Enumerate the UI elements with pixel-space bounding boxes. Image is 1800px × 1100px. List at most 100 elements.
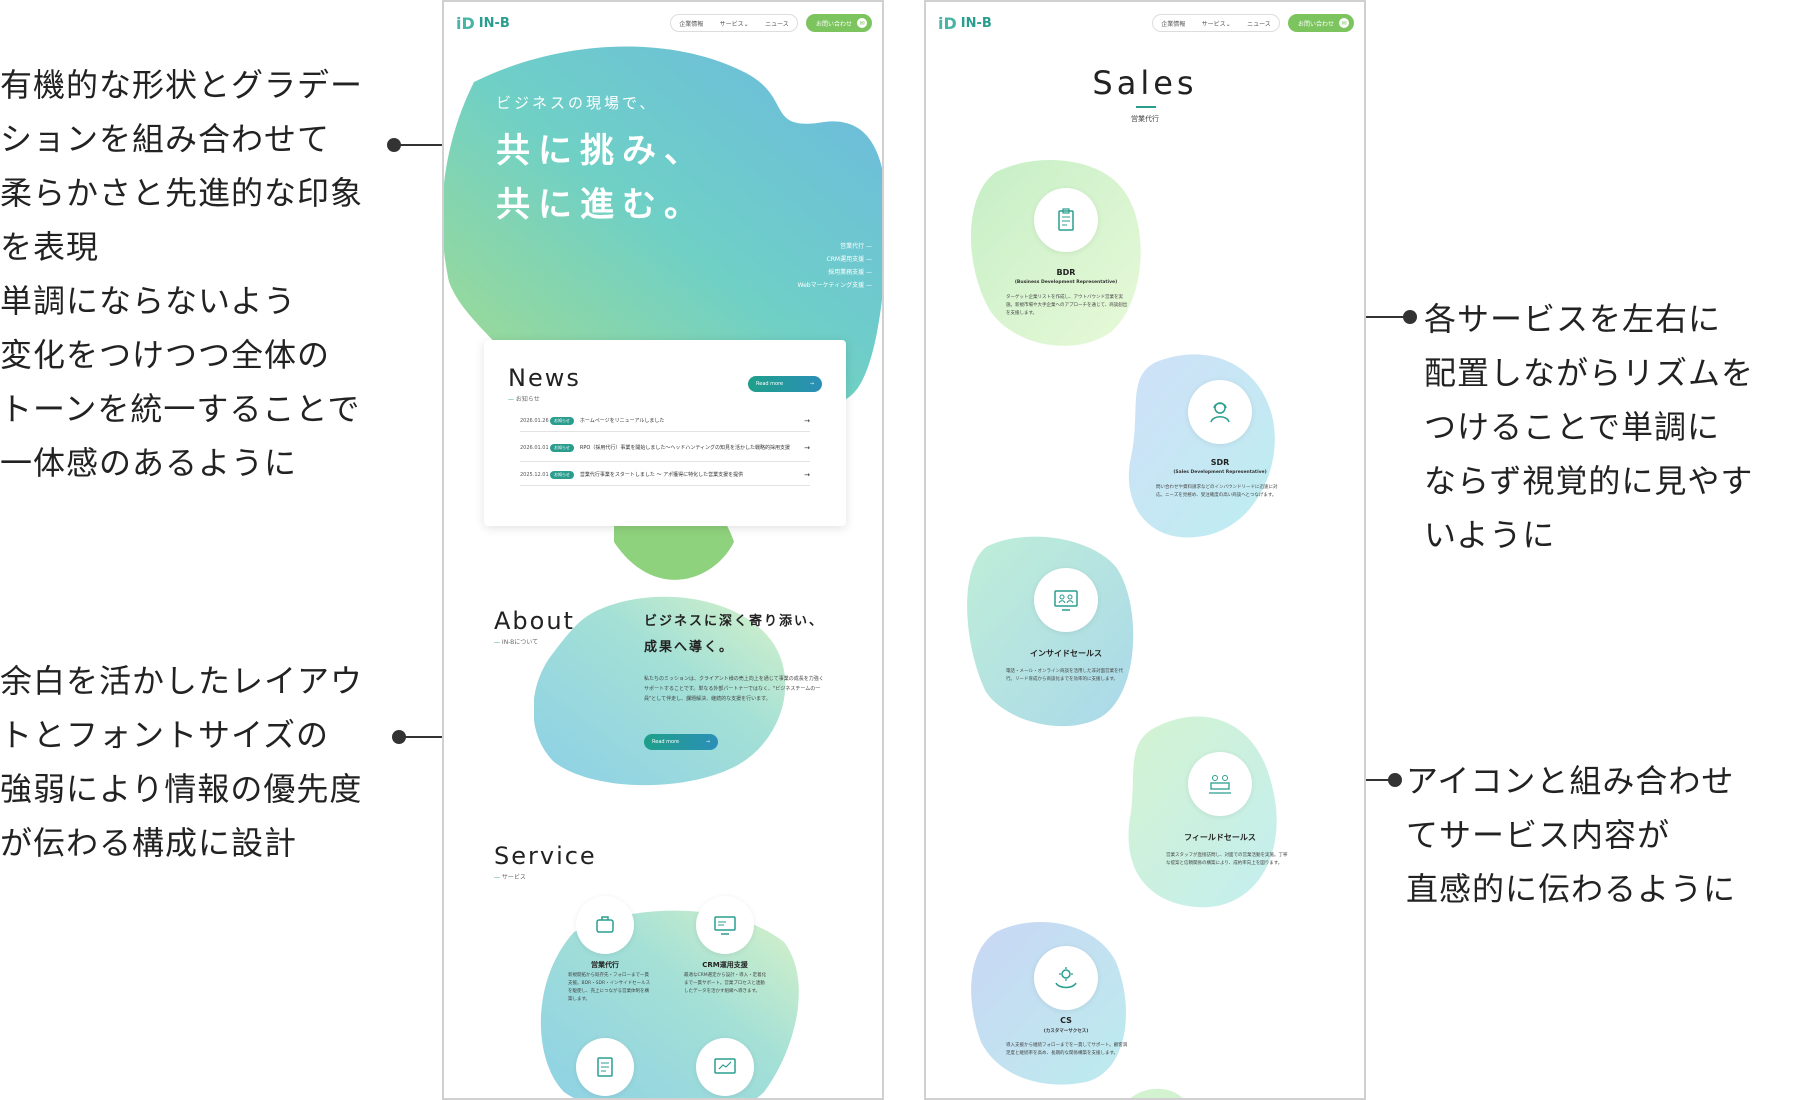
mail-icon: ✉: [1339, 18, 1349, 28]
nav-item-company[interactable]: 企業情報: [679, 20, 704, 28]
blob-sdr: [1128, 354, 1275, 538]
site-logo[interactable]: iD IN-B: [938, 14, 992, 33]
site-logo[interactable]: iD IN-B: [456, 14, 510, 33]
contact-label: お問い合わせ: [1298, 20, 1335, 28]
operator-icon: [1188, 380, 1252, 444]
service-subtitle: サービス: [494, 872, 597, 881]
annotation-icons: アイコンと組み合わせ てサービス内容が 直感的に伝わるように: [1406, 754, 1736, 916]
document-icon: [576, 1038, 634, 1096]
annotation-line: 柔らかさと先進的な印象: [0, 174, 364, 212]
about-copy-line: 成果へ導く。: [644, 640, 735, 655]
annotation-line: が伝わる構成に設計: [0, 824, 298, 862]
annotation-line: いように: [1424, 516, 1556, 554]
sales-item-desc: 電話・メール・オンライン商談を活用した非対面営業を代行。リード育成から商談化まで…: [1006, 669, 1123, 682]
news-text: RPO（採用代行）事業を開始しました〜ヘッドハンティングの知見を活かした戦略的採…: [579, 445, 791, 451]
sales-item-desc: 営業スタッフが直接訪問し、対面での営業活動を実施。丁寧な提案と信頼関係の構築によ…: [1166, 853, 1288, 866]
sales-item-subtitle: (カスタマーサクセス): [1043, 1029, 1089, 1034]
annotation-line: 直感的に伝わるように: [1406, 870, 1737, 908]
sales-item-name: SDR: [1210, 458, 1230, 467]
annotation-line: 一体感のあるように: [0, 444, 298, 482]
nav-item-company[interactable]: 企業情報: [1161, 20, 1186, 28]
sales-blobs: [967, 160, 1277, 1098]
arrow-right-icon: →: [809, 381, 814, 387]
annotation-line: 各サービスを左右に: [1424, 300, 1722, 338]
annotation-whitespace-layout: 余白を活かしたレイアウ トとフォントサイズの 強弱により情報の優先度 が伝わる構…: [0, 654, 363, 870]
online-meeting-icon: [1034, 568, 1098, 632]
nav-item-news[interactable]: ニュース: [765, 20, 789, 28]
site-header: iD IN-B 企業情報 サービス⌄ ニュース お問い合わせ ✉: [926, 12, 1364, 36]
nav-item-news[interactable]: ニュース: [1247, 20, 1271, 28]
logo-text: IN-B: [960, 16, 992, 31]
about-read-more-button[interactable]: Read more →: [644, 734, 718, 750]
news-date: 2026.01.26: [520, 417, 549, 424]
hero-link-crm[interactable]: CRM運用支援 —: [826, 256, 872, 263]
read-more-label: Read more: [756, 381, 784, 387]
annotation-line: 余白を活かしたレイアウ: [0, 662, 364, 700]
hero-title-line: 共に進む。: [496, 185, 706, 225]
logo-text: IN-B: [478, 16, 510, 31]
annotation-line: を表現: [0, 228, 100, 266]
about-body: 私たちのミッションは、クライアント様の売上向上を通じて事業の成長を力強くサポート…: [644, 676, 824, 702]
news-text: ホームページをリニューアルしました: [579, 418, 665, 424]
sales-item-subtitle: (Sales Development Representative): [1173, 470, 1267, 475]
news-row[interactable]: 2025.12.01 お知らせ 営業代行事業をスタートしました 〜 アポ獲得に特…: [520, 464, 810, 486]
blob-inside: [967, 536, 1134, 727]
nav-item-service[interactable]: サービス⌄: [719, 20, 749, 28]
global-nav: 企業情報 サービス⌄ ニュース: [1152, 14, 1280, 32]
arrow-right-icon: →: [705, 739, 710, 745]
title-underline: [1136, 106, 1156, 108]
nav-item-service[interactable]: サービス⌄: [1201, 20, 1231, 28]
arrow-right-icon: →: [804, 470, 810, 479]
field-meeting-icon: [1188, 752, 1252, 816]
annotation-line: 変化をつけつつ全体の: [0, 336, 331, 374]
mail-icon: ✉: [857, 18, 867, 28]
hero-service-links: 営業代行 — CRM運用支援 — 採用業務支援 — Webマーケティング支援 —: [797, 240, 872, 292]
annotation-line: つけることで単調に: [1424, 408, 1721, 446]
logo-mark: iD: [456, 14, 475, 33]
news-read-more-button[interactable]: Read more →: [748, 376, 822, 392]
hero-link-web[interactable]: Webマーケティング支援 —: [797, 282, 872, 289]
hero-subtitle: ビジネスの現場で、: [496, 94, 658, 112]
annotation-line: てサービス内容が: [1406, 816, 1671, 854]
sales-item-desc: 導入支援から継続フォローまでを一貫してサポート。顧客満足度と継続率を高め、長期的…: [1006, 1043, 1128, 1056]
handshake-icon: [576, 896, 634, 954]
sales-subtitle: 営業代行: [1131, 115, 1159, 123]
news-row[interactable]: 2026.01.26 お知らせ ホームページをリニューアルしました →: [520, 410, 810, 432]
service-desc-crm: 最適なCRM選定から設計・導入・定着化まで一貫サポート。営業プロセスと連動したデ…: [684, 973, 767, 994]
annotation-line: トとフォントサイズの: [0, 716, 330, 754]
read-more-label: Read more: [652, 739, 680, 745]
sales-item-name: インサイドセールス: [1030, 649, 1102, 658]
hero-title-line: 共に挑み、: [496, 131, 706, 171]
crm-monitor-icon: [696, 896, 754, 954]
news-card: News お知らせ Read more→ 2026.01.26 お知らせ ホーム…: [484, 340, 846, 526]
about-copy-line: ビジネスに深く寄り添い、: [644, 614, 825, 629]
top-page-mockup: iD IN-B 企業情報 サービス⌄ ニュース お問い合わせ ✉ ビジネスの現場…: [442, 0, 884, 1100]
service-name-sales: 営業代行: [591, 961, 619, 969]
news-date: 2026.01.01: [520, 444, 549, 451]
annotation-line: 単調にならないよう: [0, 282, 297, 320]
contact-button[interactable]: お問い合わせ ✉: [1288, 14, 1354, 32]
service-name-crm: CRM運用支援: [702, 961, 748, 969]
connector-dot: [1388, 773, 1402, 787]
hero-link-recruit[interactable]: 採用業務支援 —: [828, 269, 872, 276]
news-row[interactable]: 2026.01.01 お知らせ RPO（採用代行）事業を開始しました〜ヘッドハン…: [520, 434, 810, 462]
about-gradient-blob: [534, 596, 786, 786]
service-heading: Service サービス: [494, 842, 597, 881]
site-header: iD IN-B 企業情報 サービス⌄ ニュース お問い合わせ ✉: [444, 12, 882, 36]
sales-item-name: BDR: [1056, 268, 1076, 277]
contact-button[interactable]: お問い合わせ ✉: [806, 14, 872, 32]
annotation-line: ならず視覚的に見やす: [1424, 462, 1754, 500]
sales-item-subtitle: (Business Development Representative): [1014, 280, 1118, 285]
sales-item-name: フィールドセールス: [1184, 833, 1256, 842]
annotation-left-right-rhythm: 各サービスを左右に 配置しながらリズムを つけることで単調に ならず視覚的に見や…: [1424, 292, 1754, 562]
logo-mark: iD: [938, 14, 957, 33]
about-title: About: [494, 607, 575, 635]
annotation-line: アイコンと組み合わせ: [1406, 762, 1735, 800]
hero-link-sales[interactable]: 営業代行 —: [840, 243, 872, 250]
global-nav: 企業情報 サービス⌄ ニュース: [670, 14, 798, 32]
annotation-line: 強弱により情報の優先度: [0, 770, 363, 808]
connector-line: [394, 144, 460, 146]
sales-page-mockup: iD IN-B 企業情報 サービス⌄ ニュース お問い合わせ ✉ Sales 営…: [924, 0, 1366, 1100]
news-subtitle: お知らせ: [508, 394, 581, 403]
news-badge: お知らせ: [550, 416, 574, 425]
